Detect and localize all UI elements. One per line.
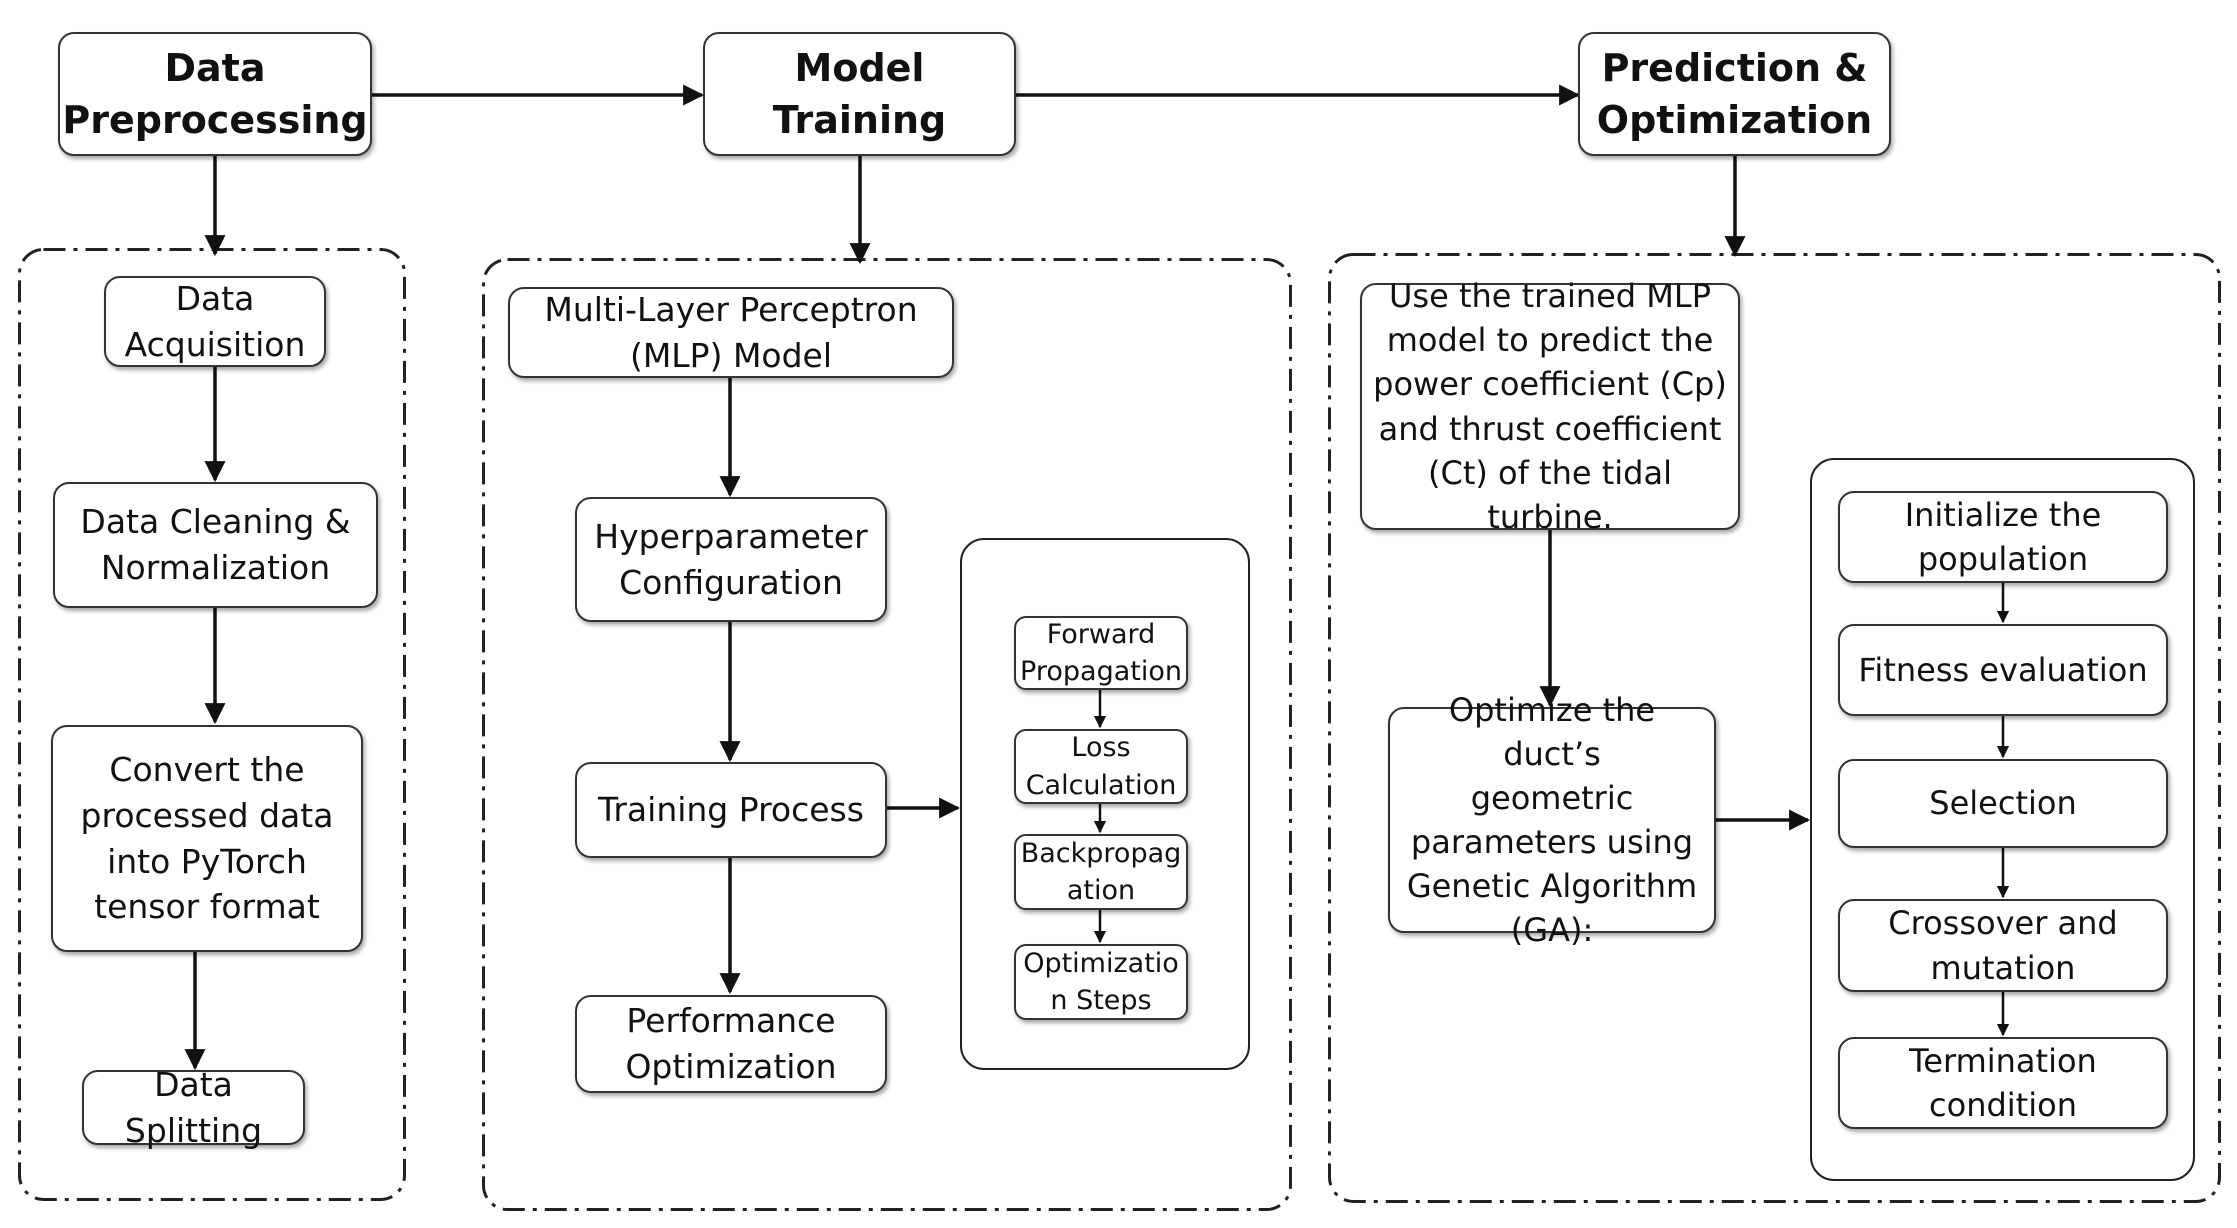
step-use-trained-model-label: Use the trained MLP model to predict the…	[1373, 277, 1727, 536]
step-mlp-model: Multi-Layer Perceptron (MLP) Model	[508, 287, 954, 378]
substep-backpropagation-label: Backpropag ation	[1020, 837, 1182, 906]
ga-step-crossover-mutation-label: Crossover and mutation	[1888, 904, 2118, 987]
ga-step-termination-condition-label: Termination condition	[1909, 1041, 2097, 1124]
step-performance-optimization-label: Performance Optimization	[625, 1001, 837, 1086]
step-data-splitting: Data Splitting	[82, 1065, 305, 1150]
ga-step-initialize-population-label: Initialize the population	[1904, 495, 2102, 578]
ga-step-selection: Selection	[1838, 759, 2168, 848]
step-data-cleaning: Data Cleaning & Normalization	[53, 482, 378, 608]
header-model-training: Model Training	[703, 32, 1016, 156]
training-substeps-panel	[960, 538, 1250, 1070]
step-data-splitting-label: Data Splitting	[124, 1064, 263, 1150]
ga-step-fitness-evaluation-label: Fitness evaluation	[1858, 650, 2148, 689]
training-group-border	[482, 258, 1292, 1211]
ga-step-selection-label: Selection	[1929, 784, 2077, 823]
ga-step-initialize-population: Initialize the population	[1838, 491, 2168, 583]
ga-step-termination-condition: Termination condition	[1838, 1037, 2168, 1129]
substep-loss-calculation-label: Loss Calculation	[1025, 732, 1177, 801]
header-data-preprocessing-label: Data Preprocessing	[62, 45, 368, 142]
prediction-group-border	[1328, 253, 2221, 1203]
step-data-acquisition-label: Data Acquisition	[124, 278, 306, 364]
step-optimize-duct-ga-label: Optimize the duct’s geometric parameters…	[1406, 690, 1698, 950]
step-data-cleaning-label: Data Cleaning & Normalization	[80, 502, 351, 587]
step-performance-optimization: Performance Optimization	[575, 995, 887, 1093]
step-hyperparameter-configuration-label: Hyperparameter Configuration	[594, 516, 868, 602]
step-convert-tensor-label: Convert the processed data into PyTorch …	[80, 750, 334, 927]
step-training-process-label: Training Process	[598, 790, 864, 830]
header-prediction-optimization-label: Prediction & Optimization	[1596, 45, 1873, 142]
substep-forward-propagation: Forward Propagation	[1014, 616, 1188, 690]
header-model-training-label: Model Training	[772, 45, 947, 142]
substep-loss-calculation: Loss Calculation	[1014, 729, 1188, 804]
substep-optimization-steps: Optimizatio n Steps	[1014, 944, 1188, 1020]
substep-backpropagation: Backpropag ation	[1014, 834, 1188, 910]
header-prediction-optimization: Prediction & Optimization	[1578, 32, 1891, 156]
header-data-preprocessing: Data Preprocessing	[58, 32, 372, 156]
substep-optimization-steps-label: Optimizatio n Steps	[1023, 947, 1179, 1016]
ga-step-crossover-mutation: Crossover and mutation	[1838, 899, 2168, 992]
ga-step-fitness-evaluation: Fitness evaluation	[1838, 624, 2168, 716]
step-hyperparameter-configuration: Hyperparameter Configuration	[575, 497, 887, 622]
step-mlp-model-label: Multi-Layer Perceptron (MLP) Model	[544, 289, 918, 375]
step-data-acquisition: Data Acquisition	[104, 276, 326, 367]
substep-forward-propagation-label: Forward Propagation	[1020, 618, 1182, 687]
step-convert-tensor: Convert the processed data into PyTorch …	[51, 725, 363, 952]
ga-steps-panel	[1810, 458, 2195, 1181]
step-optimize-duct-ga: Optimize the duct’s geometric parameters…	[1388, 691, 1716, 949]
step-use-trained-model: Use the trained MLP model to predict the…	[1360, 277, 1740, 536]
step-training-process: Training Process	[575, 762, 887, 858]
